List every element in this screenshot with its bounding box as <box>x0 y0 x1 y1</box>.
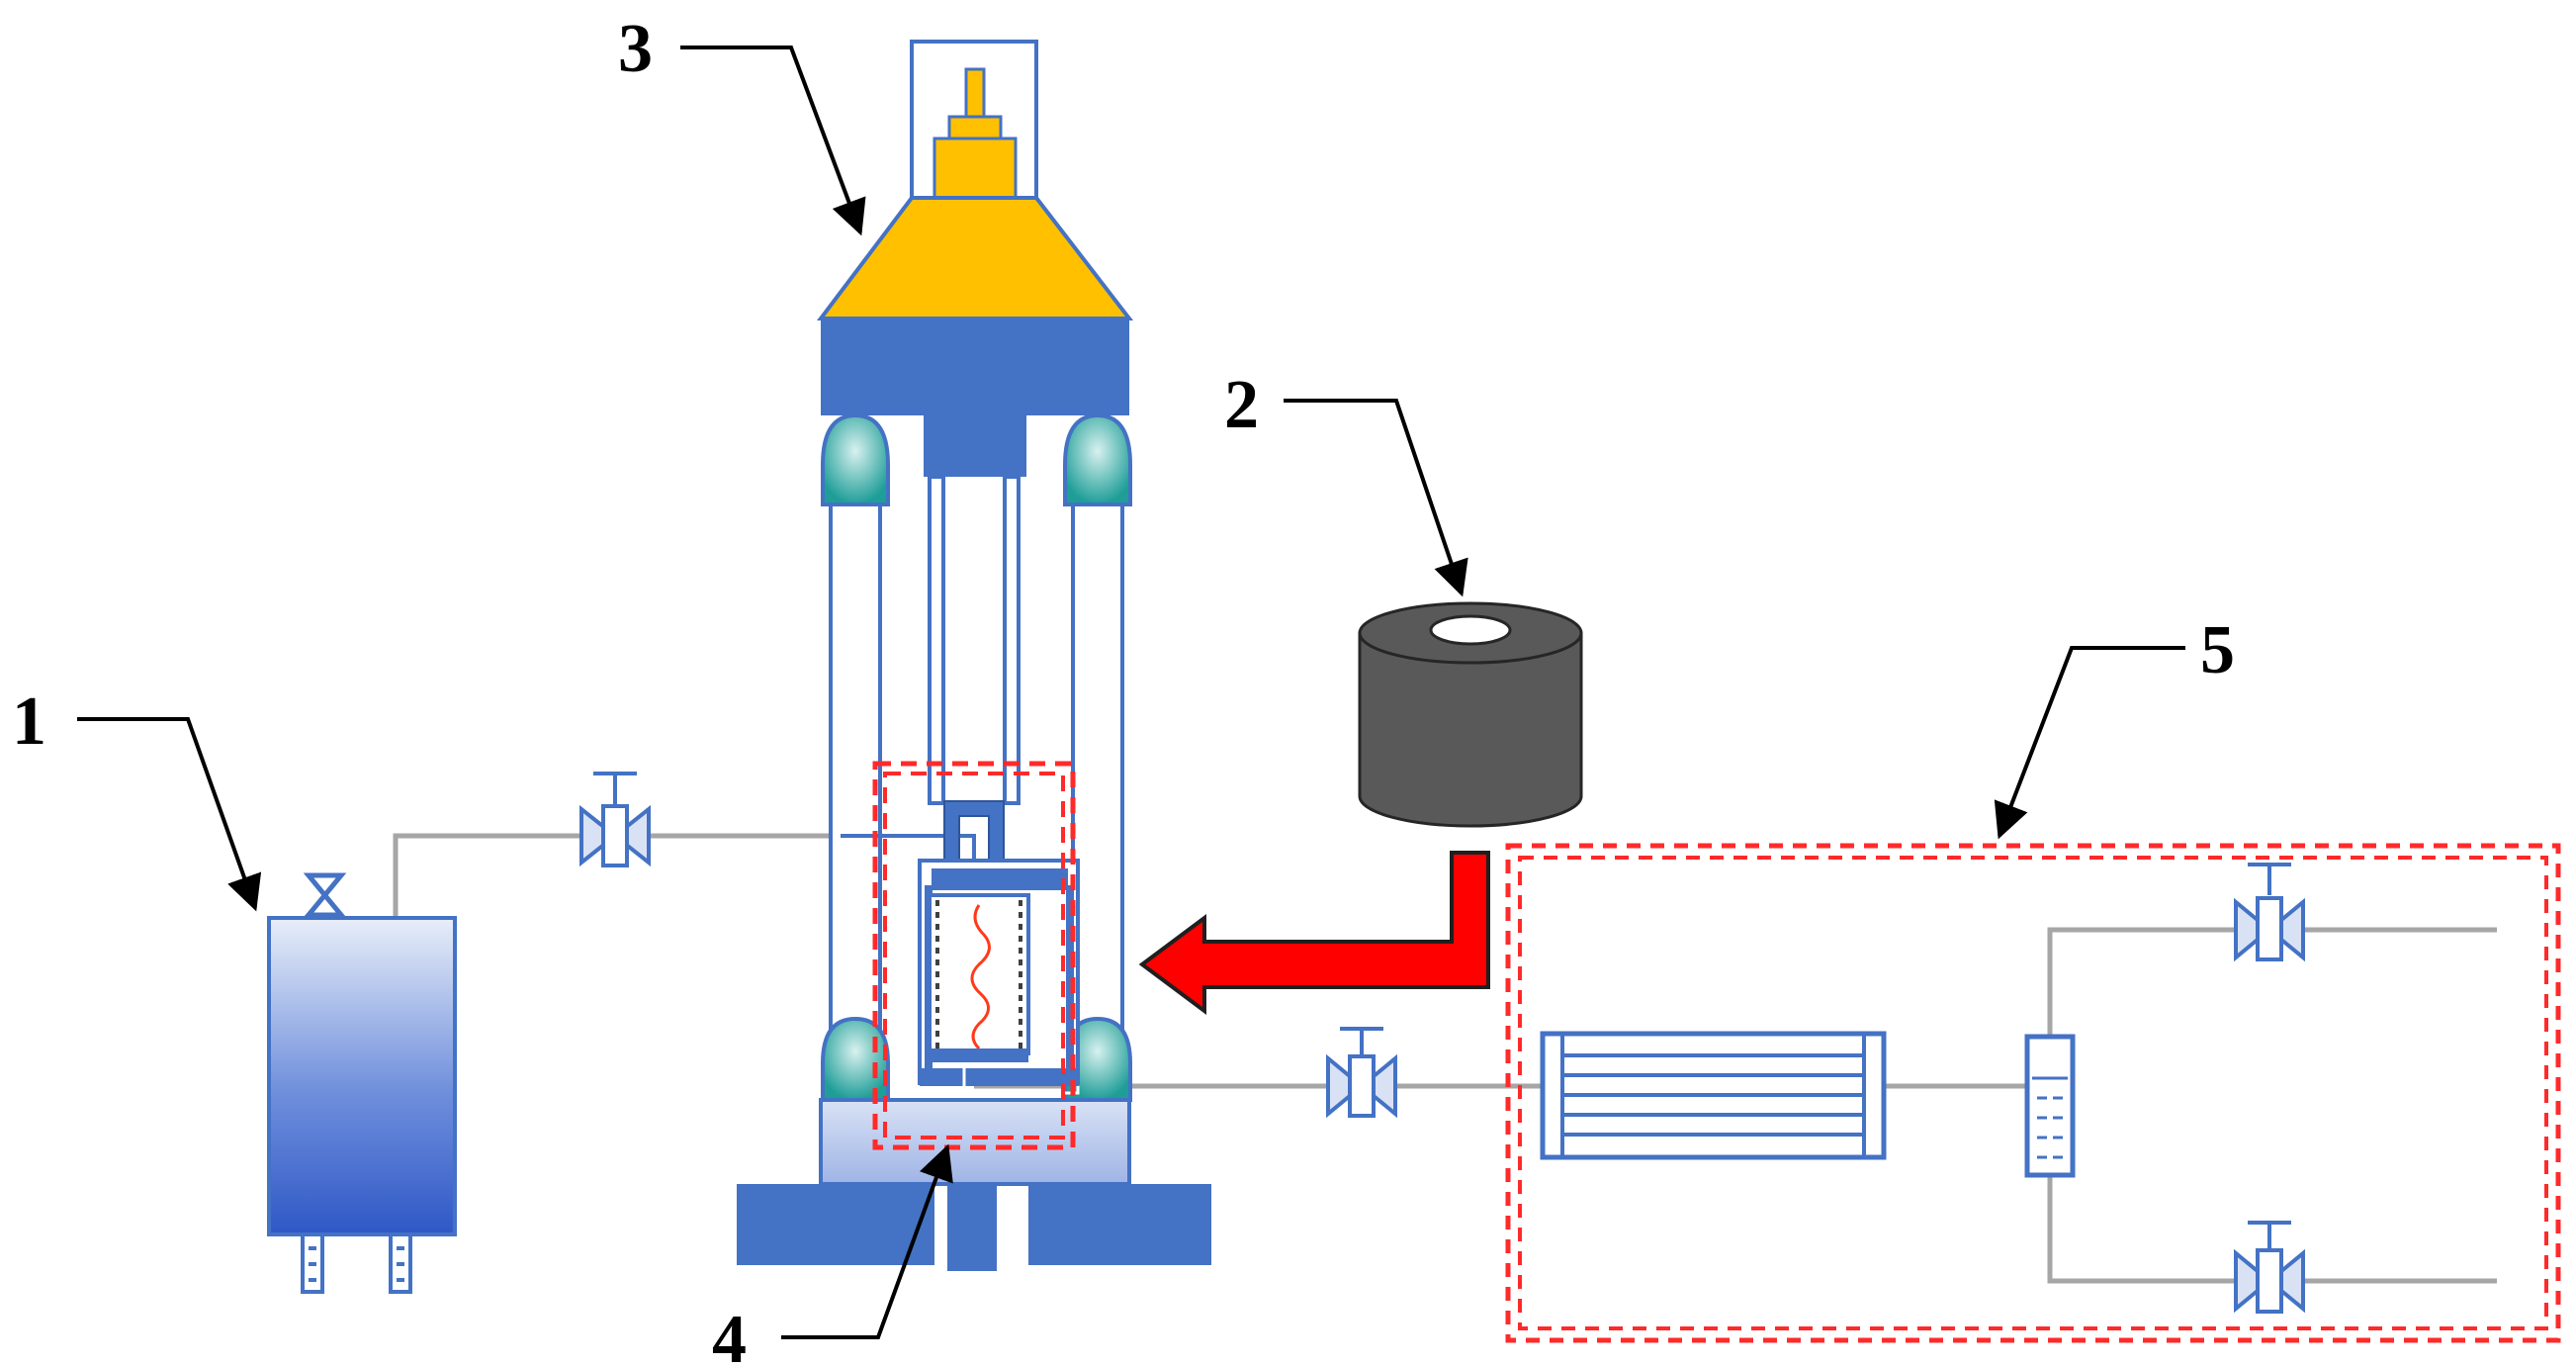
specimen-sample <box>970 904 991 1050</box>
callout-leader-3 <box>680 46 866 236</box>
actuator-rod <box>964 67 986 123</box>
upper-branch-valve-icon <box>2234 863 2305 962</box>
collection-dashed-boundary-inner <box>1518 856 2548 1330</box>
heater-body <box>1358 631 1583 828</box>
base-center-post <box>947 1184 997 1271</box>
callout-leader-4 <box>781 1143 953 1339</box>
callout-2: 2 <box>1224 367 1468 597</box>
heater-top-hole <box>1429 614 1512 646</box>
callout-1: 1 <box>12 684 262 912</box>
specimen-end-cap <box>930 1048 1028 1062</box>
crosshead-gold <box>816 196 1134 320</box>
callout-3: 3 <box>618 11 866 236</box>
left-tie-rod <box>928 475 945 805</box>
heater-unit <box>1358 601 1583 828</box>
specimen-sleeve <box>928 893 1030 1055</box>
loading-frame <box>737 40 1211 1271</box>
cell-right-wall <box>1066 885 1074 1073</box>
cell-cap <box>932 868 1068 890</box>
tank-body <box>267 916 457 1236</box>
separator-liquid-marks <box>2032 1076 2068 1159</box>
separator-liquid <box>2032 1078 2068 1169</box>
cell-inlet-pipe <box>841 834 976 861</box>
pipe-network <box>393 833 2497 1284</box>
inlet-valve-icon <box>579 772 651 867</box>
cell-floor <box>920 1068 1078 1086</box>
tank-top-valve-icon <box>303 872 347 918</box>
lower-branch-valve-icon <box>2234 1221 2305 1314</box>
collection-system <box>1505 843 2561 1343</box>
callout-4: 4 <box>712 1143 953 1367</box>
bottom-left-nut <box>821 1016 890 1102</box>
callout-leader-1 <box>77 717 262 912</box>
right-column <box>1071 443 1124 1041</box>
pipe-tank-to-cell <box>393 833 841 918</box>
triaxial-cell <box>841 761 1080 1150</box>
cell-dashed-boundary-inner <box>883 772 1065 1139</box>
upper-ram <box>924 415 1026 477</box>
top-left-nut <box>821 412 890 506</box>
tank-legs <box>301 1232 412 1294</box>
right-tie-rod <box>1003 475 1021 805</box>
heat-flow-arrow <box>1138 851 1490 1015</box>
callout-leader-5 <box>1994 646 2185 840</box>
lower-beam <box>819 1098 1131 1186</box>
top-right-nut <box>1063 412 1132 506</box>
callout-label-5: 5 <box>2200 612 2235 688</box>
water-tank <box>267 872 457 1294</box>
base-left-foot <box>737 1184 934 1265</box>
outlet-valve-icon <box>1326 1027 1397 1119</box>
callout-5: 5 <box>1994 612 2235 840</box>
pipe-separator-upper-branch <box>2047 927 2497 1037</box>
upper-beam <box>821 319 1129 415</box>
pipe-separator-lower-branch <box>2047 1175 2497 1284</box>
condenser-tubes <box>1560 1034 1866 1157</box>
base-right-foot <box>1028 1184 1211 1265</box>
callout-label-4: 4 <box>712 1302 747 1367</box>
callout-label-2: 2 <box>1224 367 1259 443</box>
callout-leader-2 <box>1284 399 1468 597</box>
callout-label-1: 1 <box>12 684 46 760</box>
actuator-cap <box>947 115 1003 140</box>
callout-label-3: 3 <box>618 11 653 87</box>
collection-dashed-boundary <box>1505 843 2561 1343</box>
cell-dashed-boundary <box>872 761 1076 1150</box>
cell-outlet-line <box>962 1062 1080 1095</box>
